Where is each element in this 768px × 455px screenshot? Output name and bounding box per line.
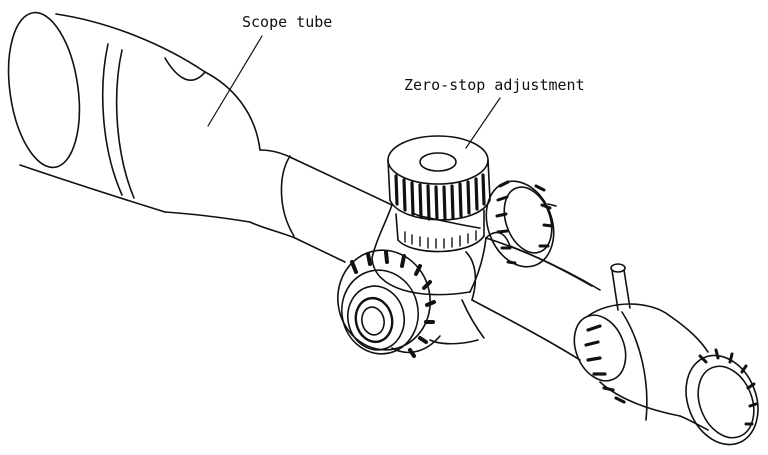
side-focus-turret xyxy=(485,180,557,268)
rear-tube xyxy=(471,237,631,361)
objective-bell xyxy=(7,11,296,239)
eyepiece xyxy=(573,303,759,446)
scope-tube-leader xyxy=(207,35,263,127)
windage-turret xyxy=(337,249,441,358)
main-tube xyxy=(291,157,421,263)
zero-stop-label: Zero-stop adjustment xyxy=(404,76,585,94)
elevation-turret xyxy=(387,135,491,253)
turret-saddle xyxy=(371,204,511,345)
scope-tube-label: Scope tube xyxy=(242,13,333,31)
zero-stop-leader xyxy=(465,97,501,149)
